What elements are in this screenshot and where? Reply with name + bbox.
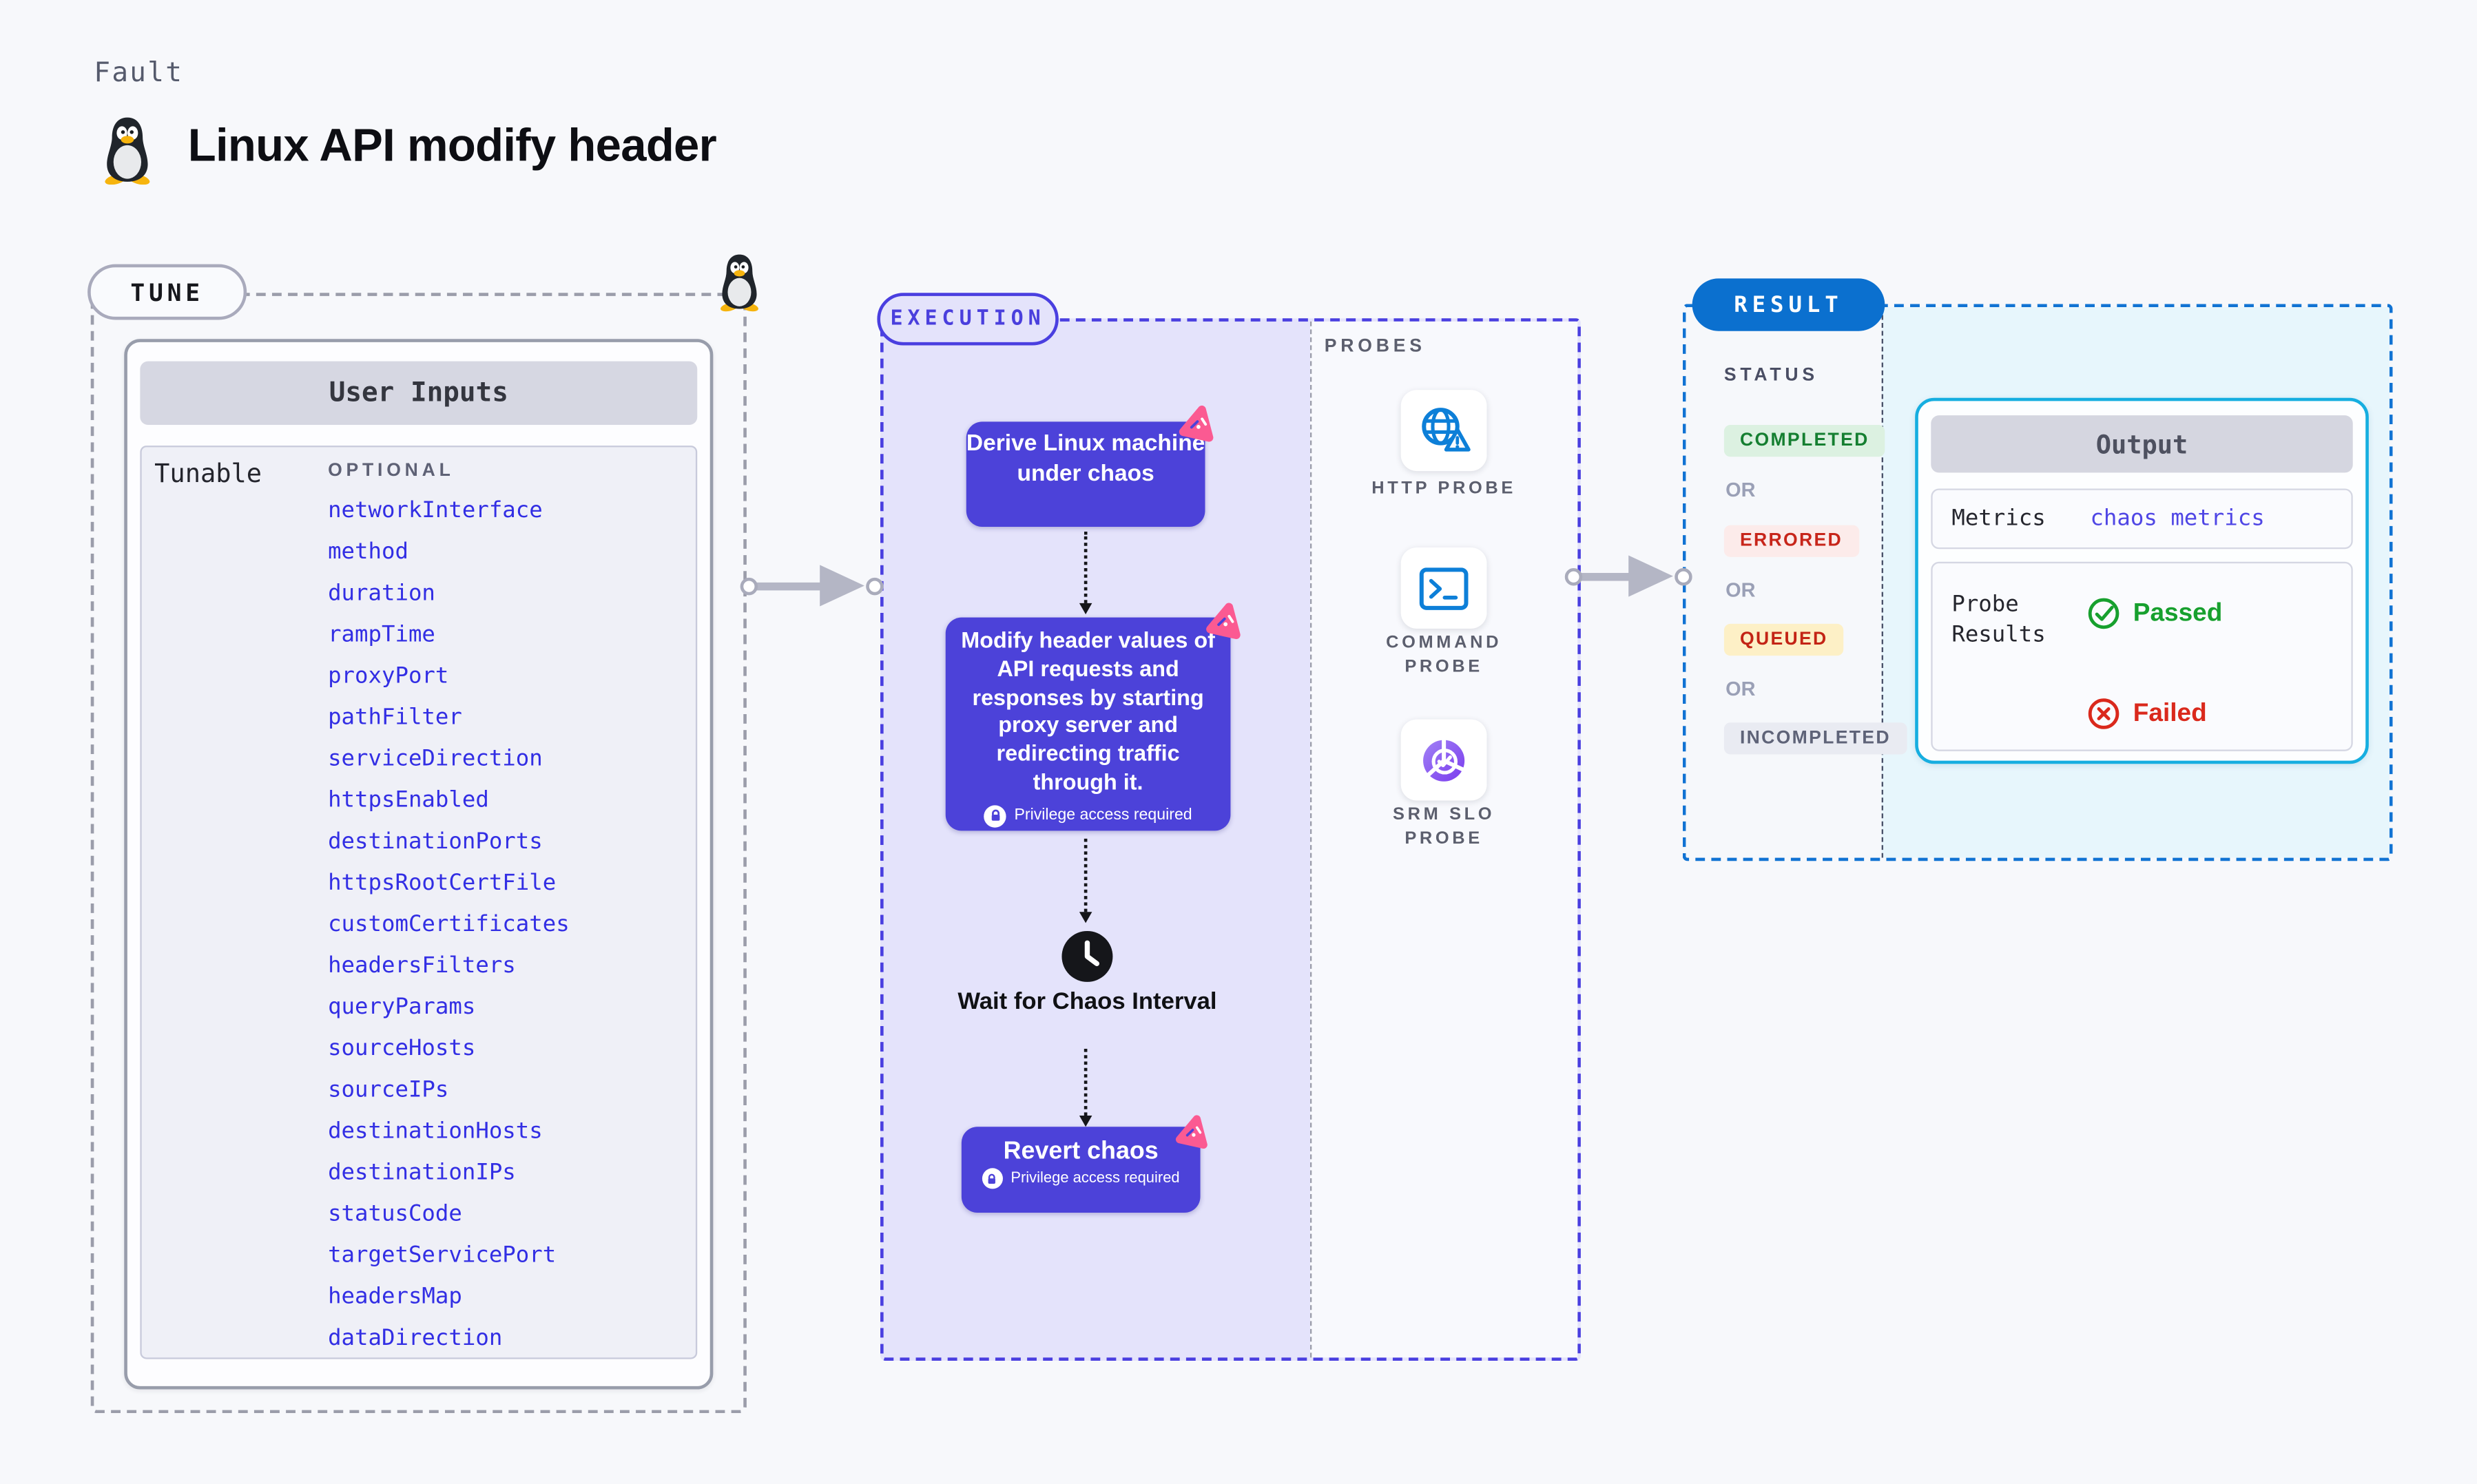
metrics-value: chaos metrics <box>2090 505 2265 532</box>
probes-label: PROBES <box>1324 337 1426 357</box>
privilege-badge: Privilege access required <box>955 802 1221 830</box>
tunable-param: destinationPorts <box>328 829 543 855</box>
metrics-label: Metrics <box>1951 505 2046 532</box>
step-revert-chaos: Revert chaos Privilege access required <box>961 1127 1201 1213</box>
fault-eyebrow: Fault <box>94 57 184 90</box>
tunable-param: pathFilter <box>328 704 462 731</box>
metrics-row: Metrics chaos metrics <box>1931 488 2353 550</box>
status-badge-queued: QUEUED <box>1723 623 1844 656</box>
check-circle-icon <box>2088 598 2120 629</box>
tune-pill: TUNE <box>87 264 247 320</box>
probe-results-label: Probe Results <box>1951 592 2046 648</box>
probe-label-command: COMMAND PROBE <box>1386 633 1502 676</box>
tunable-param: sourceIPs <box>328 1077 449 1103</box>
execution-pill: EXECUTION <box>877 293 1059 346</box>
chaos-logo-icon <box>1179 405 1214 442</box>
step-wait-interval: Wait for Chaos Interval <box>957 988 1217 1016</box>
or-label: OR <box>1725 479 1756 501</box>
dotted-connector <box>1079 531 1092 615</box>
clock-icon <box>1061 930 1113 982</box>
arrowhead <box>820 565 864 607</box>
tunable-param: customCertificates <box>328 912 570 938</box>
connector-endpoint-circle <box>1564 567 1582 585</box>
tune-section-frame <box>90 293 747 1414</box>
or-label: OR <box>1725 678 1756 700</box>
status-badge-completed: COMPLETED <box>1723 425 1885 457</box>
tunable-param: statusCode <box>328 1201 462 1227</box>
tunable-param: rampTime <box>328 622 435 648</box>
tunable-param: httpsEnabled <box>328 787 489 813</box>
globe-alert-icon <box>1422 406 1471 451</box>
tunable-param: destinationHosts <box>328 1118 543 1145</box>
probe-label-srm-slo: SRM SLO PROBE <box>1393 805 1495 848</box>
result-divider <box>1881 307 1883 858</box>
dotted-connector <box>1079 1048 1092 1127</box>
tux-penguin-small-icon <box>721 254 758 312</box>
tunable-param: duration <box>328 581 435 607</box>
passed-label: Passed <box>2133 599 2223 627</box>
step-text: Modify header values of API requests and… <box>961 627 1215 795</box>
terminal-icon <box>1419 567 1469 609</box>
status-badge-errored: ERRORED <box>1723 525 1859 557</box>
tunable-param: destinationIPs <box>328 1160 516 1186</box>
optional-column-label: OPTIONAL <box>328 461 455 481</box>
step-modify-header: Modify header values of API requests and… <box>945 617 1231 831</box>
tunable-param: headersMap <box>328 1284 462 1310</box>
connector-endpoint-circle <box>739 576 757 595</box>
tunable-param: sourceHosts <box>328 1036 476 1062</box>
chaos-logo-icon <box>1175 1115 1208 1149</box>
tunable-param: queryParams <box>328 994 476 1021</box>
slo-pie-icon <box>1423 735 1466 781</box>
probe-results-row: Probe Results Passed Failed <box>1931 561 2353 751</box>
tunable-param-list: networkInterface method duration rampTim… <box>328 490 694 1359</box>
or-label: OR <box>1725 579 1756 602</box>
tunable-param: proxyPort <box>328 663 449 689</box>
step-text: Revert chaos <box>1003 1138 1159 1165</box>
page-title: Linux API modify header <box>187 121 717 172</box>
status-label: STATUS <box>1723 366 1818 386</box>
tunable-param: httpsRootCertFile <box>328 870 557 897</box>
user-inputs-header: User Inputs <box>140 361 698 426</box>
lock-icon <box>984 804 1006 827</box>
tunable-param: targetServicePort <box>328 1242 557 1268</box>
step-derive-machine: Derive Linux machine under chaos <box>966 421 1205 527</box>
tux-penguin-icon <box>105 117 150 185</box>
failed-row: Failed <box>2087 697 2207 731</box>
output-header: Output <box>1931 415 2353 473</box>
tunable-param: networkInterface <box>328 498 543 524</box>
connector-endpoint-circle <box>865 576 883 595</box>
tunable-param: serviceDirection <box>328 746 543 772</box>
probe-label-http: HTTP PROBE <box>1371 479 1516 499</box>
connector-endpoint-circle <box>1674 567 1692 585</box>
status-badge-incompleted: INCOMPLETED <box>1723 722 1907 755</box>
tunable-panel <box>140 446 698 1359</box>
tunable-row-label: Tunable <box>154 458 262 489</box>
chaos-logo-icon <box>1206 603 1241 640</box>
probes-panel <box>1309 321 1578 1358</box>
probe-card-srm-slo <box>1400 719 1487 801</box>
x-circle-icon <box>2088 698 2120 729</box>
probe-card-command <box>1400 547 1487 629</box>
lock-icon <box>982 1168 1003 1189</box>
tunable-param: dataDirection <box>328 1326 503 1352</box>
failed-label: Failed <box>2133 699 2207 727</box>
tunable-param: method <box>328 539 408 565</box>
result-pill: RESULT <box>1692 278 1885 331</box>
arrowhead <box>1628 555 1673 597</box>
passed-row: Passed <box>2087 597 2223 631</box>
privilege-badge: Privilege access required <box>962 1168 1201 1189</box>
probe-card-http <box>1400 390 1487 472</box>
tunable-param: headersFilters <box>328 953 516 979</box>
dotted-connector <box>1079 838 1092 923</box>
